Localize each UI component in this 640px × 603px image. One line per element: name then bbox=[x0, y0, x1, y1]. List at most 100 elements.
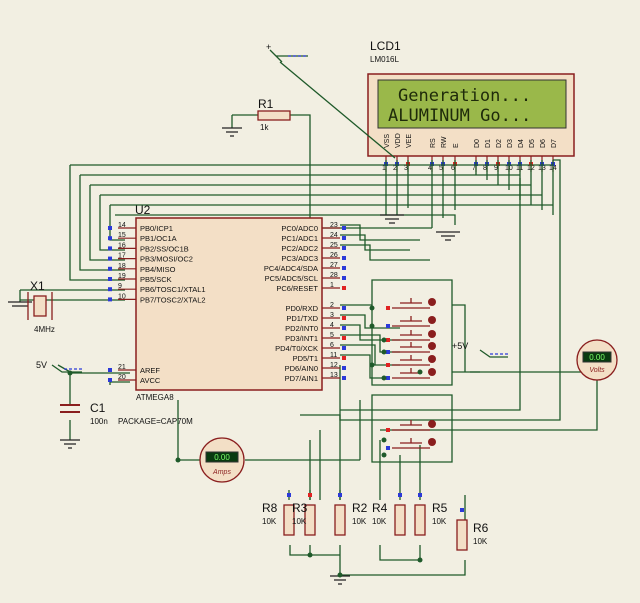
resistor-pin-marker[interactable] bbox=[308, 493, 312, 497]
supply-5v-right[interactable]: +5V bbox=[452, 341, 510, 358]
mcu-pin-name: PB5/SCK bbox=[140, 275, 172, 284]
resistor-value: 10K bbox=[473, 537, 488, 546]
lcd-pin-name: E bbox=[453, 143, 460, 148]
ammeter[interactable]: 0.00 Amps bbox=[199, 437, 245, 483]
lcd-pin-number: 7 bbox=[472, 165, 476, 172]
resistor-pin-marker[interactable] bbox=[398, 493, 402, 497]
mcu-pin-marker[interactable] bbox=[108, 236, 112, 241]
mcu-pin-name: PB6/TOSC1/XTAL1 bbox=[140, 285, 206, 294]
mcu-pin-marker[interactable] bbox=[108, 297, 112, 302]
lcd-ref: LCD1 bbox=[370, 39, 401, 53]
mcu-pin-marker[interactable] bbox=[342, 286, 346, 290]
lcd-line-1: Generation... bbox=[398, 86, 531, 106]
resistor-body bbox=[456, 519, 468, 551]
mcu-pin-marker[interactable] bbox=[342, 316, 346, 320]
wire-net bbox=[19, 61, 598, 576]
mcu-pin-marker[interactable] bbox=[342, 356, 346, 360]
mcu-pin-marker[interactable] bbox=[342, 246, 346, 250]
mcu-pin-marker[interactable] bbox=[342, 326, 346, 330]
mcu-pin-marker[interactable] bbox=[342, 366, 346, 370]
mcu-pin-number: 3 bbox=[330, 312, 334, 319]
mcu-pin-name: PB1/OC1A bbox=[140, 234, 177, 243]
ammeter-reading: 0.00 bbox=[214, 453, 230, 462]
mcu-pin-name: PD3/INT1 bbox=[285, 334, 318, 343]
mcu-pin-name: PC4/ADC4/SDA bbox=[264, 264, 318, 273]
lcd-screen bbox=[377, 79, 567, 129]
resistor-pin-marker[interactable] bbox=[338, 493, 342, 497]
resistor-pin-marker[interactable] bbox=[460, 508, 464, 512]
mcu-pin-marker[interactable] bbox=[108, 226, 112, 230]
voltmeter[interactable]: 0.00 Volts bbox=[576, 339, 618, 381]
mcu-pin-marker[interactable] bbox=[342, 276, 346, 280]
mcu-pin-number: 5 bbox=[330, 332, 334, 339]
supply-plus-terminal[interactable]: + bbox=[266, 42, 308, 63]
push-button-switch[interactable] bbox=[386, 355, 436, 367]
push-button-switch[interactable] bbox=[386, 438, 436, 450]
resistor-pin-marker[interactable] bbox=[418, 493, 422, 497]
c1-capacitor[interactable]: C1 100n PACKAGE=CAP70M bbox=[60, 401, 193, 426]
c1-ref: C1 bbox=[90, 401, 106, 415]
lcd-pin-name: VDD bbox=[395, 133, 402, 148]
push-button-switch[interactable] bbox=[386, 368, 436, 380]
mcu-pin-marker[interactable] bbox=[342, 346, 346, 350]
supply-5v-left[interactable]: 5V bbox=[36, 360, 84, 373]
mcu-pin-name: PC3/ADC3 bbox=[281, 254, 318, 263]
mcu-pin-marker[interactable] bbox=[342, 306, 346, 310]
mcu-pin-name: PD6/AIN0 bbox=[285, 364, 318, 373]
resistor-value: 10K bbox=[372, 517, 387, 526]
push-button-switch[interactable] bbox=[386, 298, 436, 310]
lcd-line-2: ALUMINUM Go... bbox=[388, 106, 531, 126]
lcd-pin-name: RW bbox=[441, 136, 448, 148]
mcu-pin-marker[interactable] bbox=[108, 287, 112, 292]
mcu-pin-marker[interactable] bbox=[108, 368, 112, 372]
resistor-body bbox=[414, 504, 426, 536]
mcu-pin-marker[interactable] bbox=[108, 277, 112, 281]
mcu-pin-name: PC1/ADC1 bbox=[281, 234, 318, 243]
mcu-pin-number: 18 bbox=[118, 263, 126, 270]
r1-ref: R1 bbox=[258, 97, 274, 111]
push-button-switch[interactable] bbox=[386, 316, 436, 328]
mcu-pin-marker[interactable] bbox=[108, 256, 112, 261]
lcd-component[interactable]: LCD1 LM016L Generation... ALUMINUM Go...… bbox=[367, 39, 575, 172]
resistor-body bbox=[304, 504, 316, 536]
mcu-pin-marker[interactable] bbox=[108, 266, 112, 271]
mcu-pin-marker[interactable] bbox=[342, 336, 346, 340]
resistor-pin-marker[interactable] bbox=[287, 493, 291, 497]
push-button-switch[interactable] bbox=[386, 342, 436, 354]
mcu-pin-marker[interactable] bbox=[342, 236, 346, 240]
mcu-pin-number: 13 bbox=[330, 372, 338, 379]
mcu-pin-number: 9 bbox=[118, 283, 122, 290]
r1-resistor[interactable]: R1 1k bbox=[257, 97, 291, 132]
lcd-pin-name: D0 bbox=[474, 139, 481, 148]
switch-bank bbox=[386, 298, 436, 450]
c1-package: PACKAGE=CAP70M bbox=[118, 417, 193, 426]
mcu-pin-marker[interactable] bbox=[342, 266, 346, 270]
ammeter-display bbox=[205, 451, 239, 463]
mcu-pin-marker[interactable] bbox=[342, 256, 346, 260]
mcu-pin-name: PD4/T0/XCK bbox=[275, 344, 318, 353]
mcu-pin-number: 1 bbox=[330, 282, 334, 289]
mcu-pin-marker[interactable] bbox=[342, 376, 346, 380]
mcu-pin-marker[interactable] bbox=[108, 246, 112, 251]
lcd-pin-name: VSS bbox=[384, 134, 391, 148]
x1-crystal[interactable]: X1 4MHz bbox=[27, 279, 55, 334]
mcu-pin-name: PD2/INT0 bbox=[285, 324, 318, 333]
push-button-switch[interactable] bbox=[386, 330, 436, 342]
push-button-switch[interactable] bbox=[386, 420, 436, 432]
resistor-ref: R4 bbox=[372, 501, 388, 515]
mcu-pin-marker[interactable] bbox=[108, 378, 112, 382]
supply-plus-label: + bbox=[266, 42, 271, 52]
lcd-pin-number: 2 bbox=[393, 165, 397, 172]
mcu-ref: U2 bbox=[135, 203, 151, 217]
mcu-pin-number: 23 bbox=[330, 222, 338, 229]
resistor-value: 10K bbox=[262, 517, 277, 526]
mcu-pin-marker[interactable] bbox=[342, 226, 346, 230]
